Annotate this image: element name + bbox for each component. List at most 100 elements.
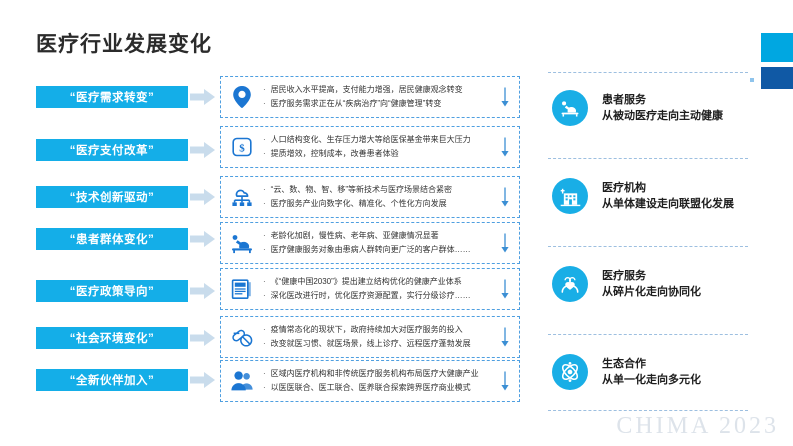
driver-detail-box-7: · 区域内医疗机构和非传统医疗服务机构布局医疗大健康产业 · 以医医联合、医工联合、医…	[220, 360, 520, 402]
page-title: 医疗行业发展变化	[36, 33, 212, 56]
driver-detail-line: · 区域内医疗机构和非传统医疗服务机构布局医疗大健康产业	[263, 367, 493, 381]
driver-detail-line: · 疫情常态化的现状下，政府持续加大对医疗服务的投入	[263, 323, 493, 337]
driver-detail-lines: · 疫情常态化的现状下，政府持续加大对医疗服务的投入 · 改变就医习惯、就医场景，线上…	[263, 323, 519, 351]
driver-detail-box-3: · “云、数、物、智、移”等新技术与医疗场景结合紧密 · 医疗服务产业向数字化、精准化…	[220, 176, 520, 218]
bullet-dot-icon: ·	[263, 369, 266, 378]
driver-detail-text: 居民收入水平提高，支付能力增强，居民健康观念转变	[270, 85, 463, 94]
driver-label-pill-7[interactable]: “全新伙伴加入”	[36, 369, 188, 391]
outcome-subtitle: 从碎片化走向协同化	[602, 286, 701, 298]
driver-label-pill-6[interactable]: “社会环境变化”	[36, 327, 188, 349]
arrow-right-icon-2	[190, 139, 216, 161]
dollar-card-icon: $	[221, 135, 263, 159]
driver-detail-lines: · “云、数、物、智、移”等新技术与医疗场景结合紧密 · 医疗服务产业向数字化、精准化…	[263, 183, 519, 211]
decoration-square-small	[750, 78, 754, 82]
driver-detail-lines: ·人口结构变化、生存压力增大等给医保基金带来巨大压力·提质增效，控制成本，改善患…	[263, 133, 519, 161]
arrow-down-icon-2	[499, 136, 511, 158]
bullet-dot-icon: ·	[263, 291, 266, 300]
driver-label-pill-1[interactable]: “医疗需求转变”	[36, 86, 188, 108]
outcome-divider-4	[548, 334, 748, 335]
driver-detail-lines: ·老龄化加剧，慢性病、老年病、亚健康情况显著·医疗健康服务对象由患病人群转向更广…	[263, 229, 519, 257]
outcome-divider-3	[548, 246, 748, 247]
bullet-dot-icon: ·	[263, 231, 266, 240]
driver-detail-text: 区域内医疗机构和非传统医疗服务机构布局医疗大健康产业	[270, 369, 479, 378]
bullet-dot-icon: ·	[263, 199, 266, 208]
driver-detail-box-1: · 居民收入水平提高，支付能力增强，居民健康观念转变 · 医疗服务需求正在从“疾病治疗…	[220, 76, 520, 118]
bullet-dot-icon: ·	[263, 383, 266, 392]
driver-detail-line: · 提质增效，控制成本，改善患者体验	[263, 147, 493, 161]
arrow-right-icon-7	[190, 369, 216, 391]
driver-detail-box-2: $·人口结构变化、生存压力增大等给医保基金带来巨大压力·提质增效，控制成本，改善…	[220, 126, 520, 168]
driver-label-pill-2[interactable]: “医疗支付改革”	[36, 139, 188, 161]
driver-detail-line: · 医疗服务需求正在从“疾病治疗”向“健康管理”转变	[263, 97, 493, 111]
arrow-right-icon-6	[190, 327, 216, 349]
outcome-divider-1	[548, 72, 748, 73]
ecosystem-atom-icon	[552, 354, 588, 390]
outcome-subtitle: 从单体建设走向联盟化发展	[602, 198, 734, 210]
driver-detail-text: 提质增效，控制成本，改善患者体验	[270, 149, 399, 158]
bullet-dot-icon: ·	[263, 325, 266, 334]
outcome-title: 患者服务	[602, 93, 646, 106]
driver-label-pill-4[interactable]: “患者群体变化”	[36, 228, 188, 250]
arrow-right-icon-4	[190, 228, 216, 250]
driver-detail-line: · 改变就医习惯、就医场景，线上诊疗、远程医疗蓬勃发展	[263, 337, 493, 351]
driver-detail-text: 深化医改进行时，优化医疗资源配置，实行分级诊疗……	[270, 291, 471, 300]
bullet-dot-icon: ·	[263, 85, 266, 94]
arrow-down-icon-3	[499, 186, 511, 208]
arrow-down-icon-7	[499, 370, 511, 392]
outcome-title: 生态合作	[602, 357, 646, 370]
care-hands-heart-icon	[552, 266, 588, 302]
driver-label-pill-5[interactable]: “医疗政策导向”	[36, 280, 188, 302]
decoration-square-cyan	[761, 33, 793, 62]
driver-detail-line: · 居民收入水平提高，支付能力增强，居民健康观念转变	[263, 83, 493, 97]
capsule-pills-icon	[221, 325, 263, 349]
driver-detail-box-5: · 《“健康中国2030”》提出建立结构优化的健康产业体系 · 深化医改进行时，优化医…	[220, 268, 520, 310]
arrow-down-icon-5	[499, 278, 511, 300]
hospital-building-icon	[552, 178, 588, 214]
bullet-dot-icon: ·	[263, 339, 266, 348]
arrow-down-icon-4	[499, 232, 511, 254]
driver-detail-line: · “云、数、物、智、移”等新技术与医疗场景结合紧密	[263, 183, 493, 197]
driver-detail-text: 《“健康中国2030”》提出建立结构优化的健康产业体系	[270, 277, 462, 286]
driver-detail-text: 以医医联合、医工联合、医养联合探索跨界医疗商业模式	[270, 383, 471, 392]
driver-detail-text: 医疗服务需求正在从“疾病治疗”向“健康管理”转变	[270, 99, 442, 108]
arrow-right-icon-5	[190, 280, 216, 302]
driver-detail-line: ·人口结构变化、生存压力增大等给医保基金带来巨大压力	[263, 133, 493, 147]
arrow-right-icon-1	[190, 86, 216, 108]
watermark: CHIMA 2023	[616, 413, 779, 439]
arrow-down-icon-6	[499, 326, 511, 348]
cloud-network-icon	[221, 185, 263, 209]
location-pin-icon	[221, 85, 263, 109]
driver-detail-text: 疫情常态化的现状下，政府持续加大对医疗服务的投入	[270, 325, 463, 334]
decoration-square-navy	[761, 67, 793, 89]
outcome-title: 医疗机构	[602, 181, 646, 194]
driver-detail-lines: · 居民收入水平提高，支付能力增强，居民健康观念转变 · 医疗服务需求正在从“疾病治疗…	[263, 83, 519, 111]
driver-detail-box-6: · 疫情常态化的现状下，政府持续加大对医疗服务的投入 · 改变就医习惯、就医场景，线上…	[220, 316, 520, 358]
driver-detail-lines: · 《“健康中国2030”》提出建立结构优化的健康产业体系 · 深化医改进行时，优化医…	[263, 275, 519, 303]
driver-detail-text: “云、数、物、智、移”等新技术与医疗场景结合紧密	[270, 185, 452, 194]
driver-detail-line: · 《“健康中国2030”》提出建立结构优化的健康产业体系	[263, 275, 493, 289]
driver-detail-text: 医疗服务产业向数字化、精准化、个性化方向发展	[270, 199, 447, 208]
outcome-item-4[interactable]: 生态合作从单一化走向多元化	[552, 354, 782, 390]
driver-detail-line: · 深化医改进行时，优化医疗资源配置，实行分级诊疗……	[263, 289, 493, 303]
outcome-item-2[interactable]: 医疗机构从单体建设走向联盟化发展	[552, 178, 782, 214]
driver-detail-text: 改变就医习惯、就医场景，线上诊疗、远程医疗蓬勃发展	[270, 339, 471, 348]
patient-bed-icon	[221, 232, 263, 254]
arrow-down-icon-1	[499, 86, 511, 108]
driver-detail-text: 老龄化加剧，慢性病、老年病、亚健康情况显著	[270, 231, 439, 240]
bullet-dot-icon: ·	[263, 99, 266, 108]
outcome-subtitle: 从被动医疗走向主动健康	[602, 110, 723, 122]
driver-label-pill-3[interactable]: “技术创新驱动”	[36, 186, 188, 208]
outcome-item-3[interactable]: 医疗服务从碎片化走向协同化	[552, 266, 782, 302]
svg-text:$: $	[239, 143, 245, 155]
driver-detail-box-4: ·老龄化加剧，慢性病、老年病、亚健康情况显著·医疗健康服务对象由患病人群转向更广…	[220, 222, 520, 264]
driver-detail-lines: · 区域内医疗机构和非传统医疗服务机构布局医疗大健康产业 · 以医医联合、医工联合、医…	[263, 367, 519, 395]
outcome-item-1[interactable]: 患者服务从被动医疗走向主动健康	[552, 90, 782, 126]
bullet-dot-icon: ·	[263, 277, 266, 286]
bullet-dot-icon: ·	[263, 185, 266, 194]
document-policy-icon	[221, 277, 263, 301]
bullet-dot-icon: ·	[263, 149, 266, 158]
bullet-dot-icon: ·	[263, 245, 266, 254]
bullet-dot-icon: ·	[263, 135, 266, 144]
outcome-divider-2	[548, 158, 748, 159]
